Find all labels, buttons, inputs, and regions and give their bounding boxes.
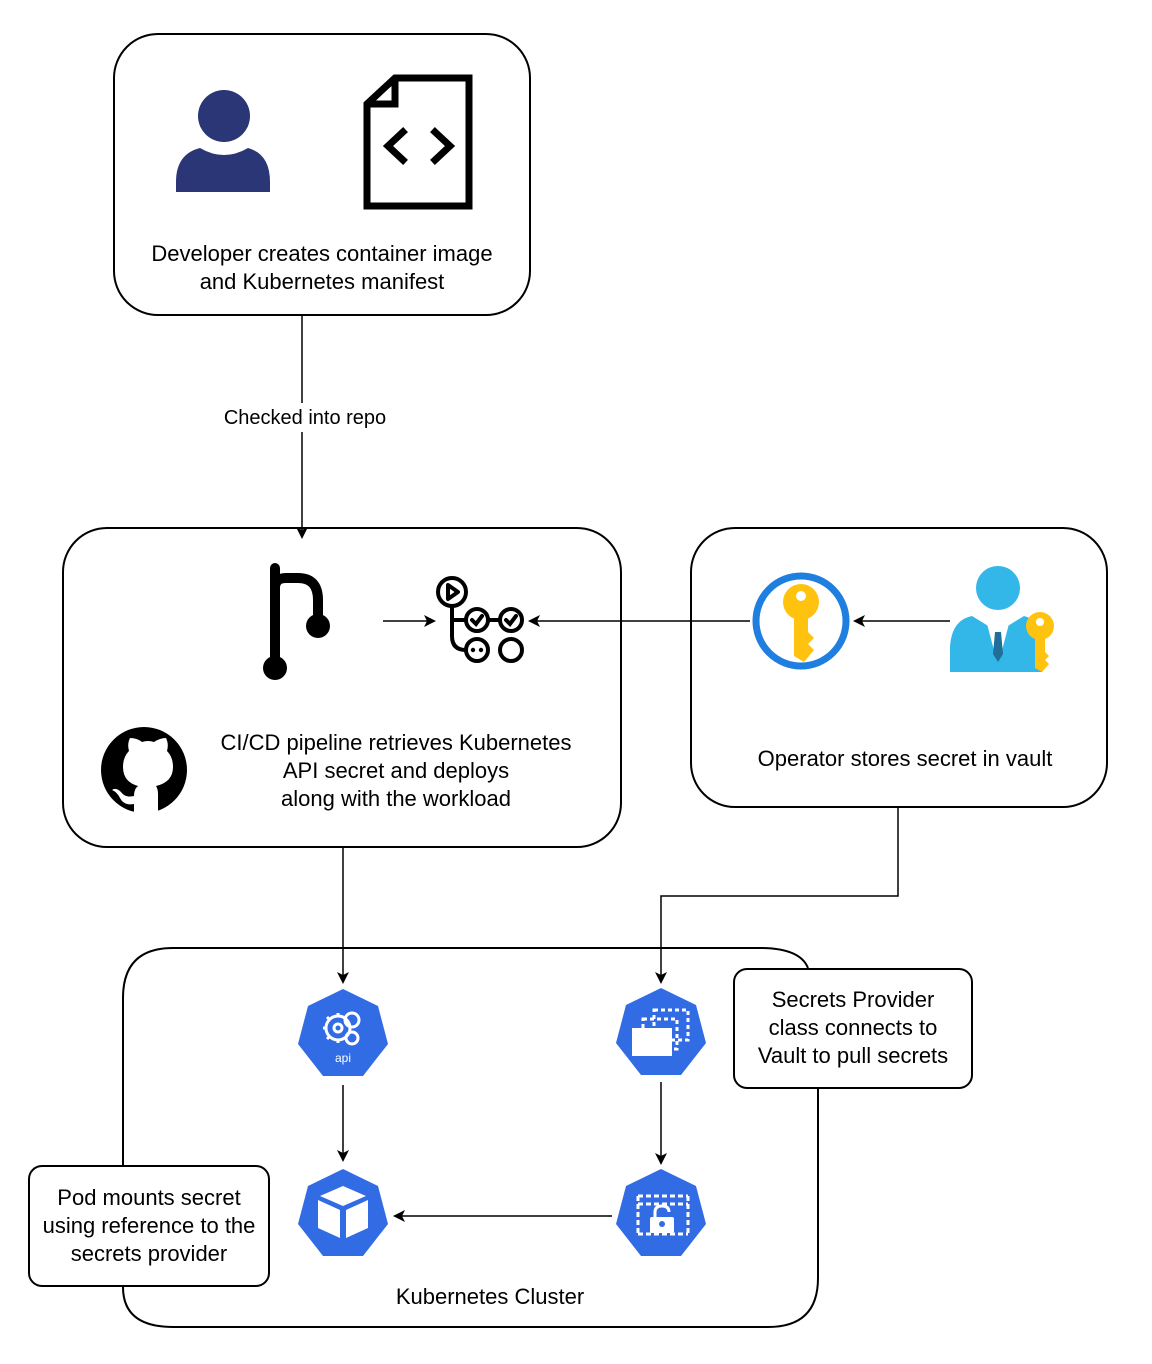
note-secrets-provider-line2: class connects to [768, 1015, 938, 1040]
developer-caption-line2: and Kubernetes manifest [199, 269, 445, 294]
kubernetes-secret-icon [612, 1166, 710, 1264]
key-vault-icon [750, 572, 852, 670]
cicd-caption-line2: API secret and deploys [282, 758, 510, 783]
note-pod-mount-text: Pod mounts secret using reference to the… [28, 1184, 270, 1268]
developer-caption: Developer creates container image and Ku… [113, 240, 531, 296]
operator-box [690, 527, 1108, 808]
developer-box [113, 33, 531, 316]
cicd-caption-line3: along with the workload [281, 786, 511, 811]
note-secrets-provider [733, 968, 973, 1089]
code-file-icon [363, 74, 475, 210]
cicd-caption-line1: CI/CD pipeline retrieves Kubernetes [220, 730, 572, 755]
git-pull-request-icon [262, 558, 334, 682]
cicd-caption: CI/CD pipeline retrieves Kubernetes API … [196, 729, 596, 813]
user-icon [172, 90, 272, 192]
note-secrets-provider-line1: Secrets Provider [771, 987, 935, 1012]
note-pod-mount-line1: Pod mounts secret [57, 1185, 241, 1210]
kubernetes-cluster-label: Kubernetes Cluster [395, 1284, 585, 1309]
kubernetes-secrets-provider-icon [612, 986, 710, 1082]
developer-caption-line1: Developer creates container image [151, 241, 493, 266]
edge-operator-to-provider [655, 808, 899, 984]
note-secrets-provider-text: Secrets Provider class connects to Vault… [733, 986, 973, 1070]
kubernetes-api-text: api [335, 1051, 351, 1065]
kubernetes-pod-icon [294, 1166, 392, 1264]
note-pod-mount-line3: secrets provider [70, 1241, 228, 1266]
cicd-box [62, 527, 622, 848]
note-secrets-provider-line3: Vault to pull secrets [757, 1043, 949, 1068]
operator-user-key-icon [950, 566, 1062, 674]
note-pod-mount-line2: using reference to the [42, 1213, 256, 1238]
operator-caption: Operator stores secret in vault [757, 746, 1053, 771]
edge-label-checked-into-repo: Checked into repo [223, 407, 387, 429]
github-logo-icon [100, 726, 188, 814]
note-pod-mount [28, 1165, 270, 1287]
kubernetes-api-icon: api [294, 986, 392, 1084]
github-actions-workflow-icon [434, 574, 528, 666]
